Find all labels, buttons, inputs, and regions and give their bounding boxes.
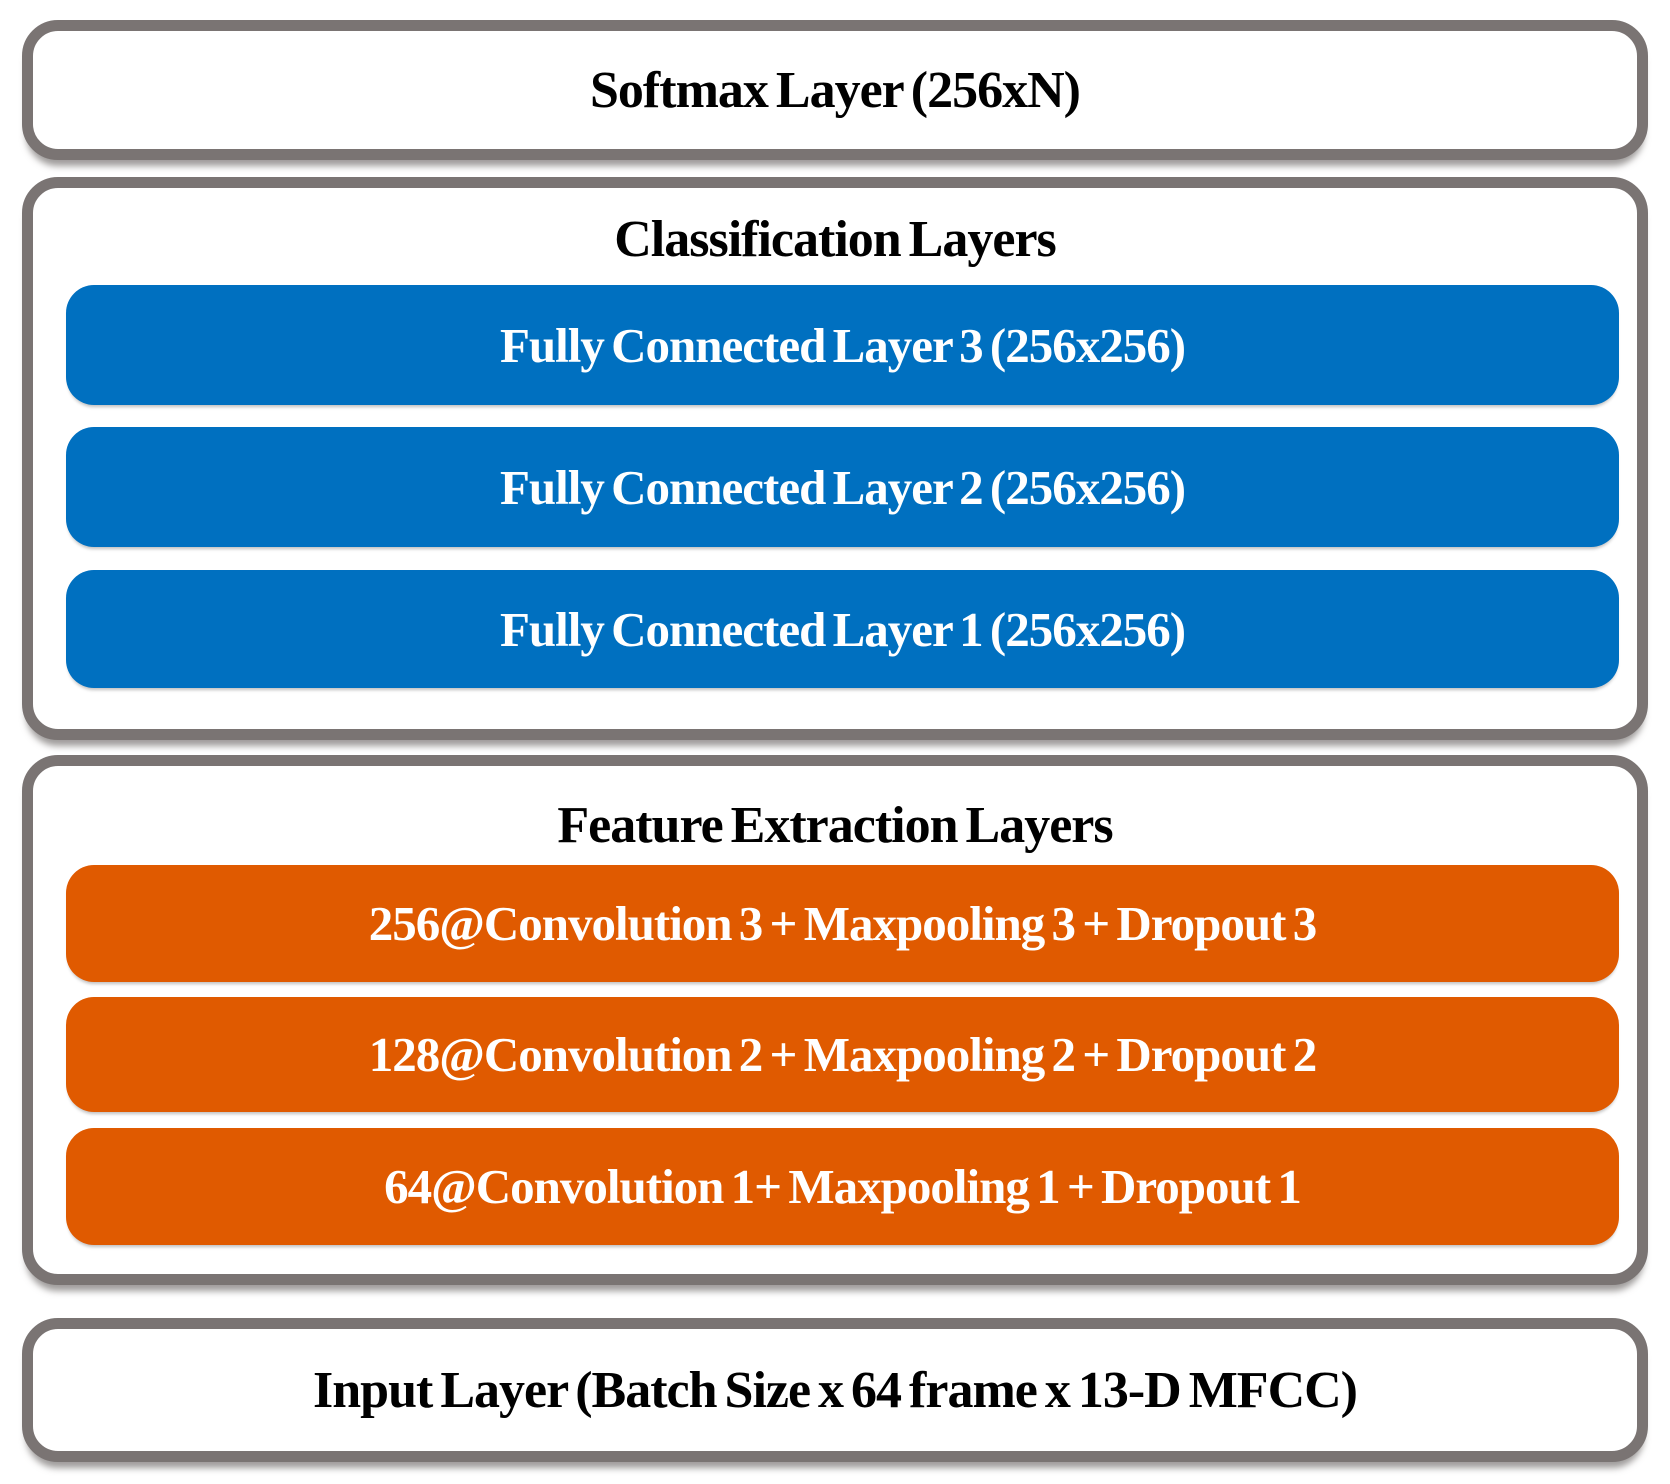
feature-extraction-layers-title: Feature Extraction Layers	[557, 797, 1113, 854]
input-layer-box: Input Layer (Batch Size x 64 frame x 13-…	[22, 1318, 1648, 1462]
convolution-block-3-bar: 256@Convolution 3 + Maxpooling 3 + Dropo…	[66, 865, 1619, 982]
classification-layers-title: Classification Layers	[614, 211, 1057, 268]
fully-connected-layer-3-bar: Fully Connected Layer 3 (256x256)	[66, 285, 1619, 405]
convolution-block-2-bar: 128@Convolution 2 + Maxpooling 2 + Dropo…	[66, 997, 1619, 1112]
feature-extraction-layers-group: Feature Extraction Layers 256@Convolutio…	[22, 755, 1648, 1285]
fully-connected-layer-2-bar: Fully Connected Layer 2 (256x256)	[66, 427, 1619, 547]
convolution-block-1-bar: 64@Convolution 1+ Maxpooling 1 + Dropout…	[66, 1128, 1619, 1245]
fully-connected-layer-1-bar: Fully Connected Layer 1 (256x256)	[66, 570, 1619, 688]
classification-layers-group: Classification Layers Fully Connected La…	[22, 177, 1648, 740]
softmax-layer-box: Softmax Layer (256xN)	[22, 20, 1648, 160]
softmax-layer-label: Softmax Layer (256xN)	[590, 61, 1081, 119]
input-layer-label: Input Layer (Batch Size x 64 frame x 13-…	[313, 1361, 1358, 1419]
